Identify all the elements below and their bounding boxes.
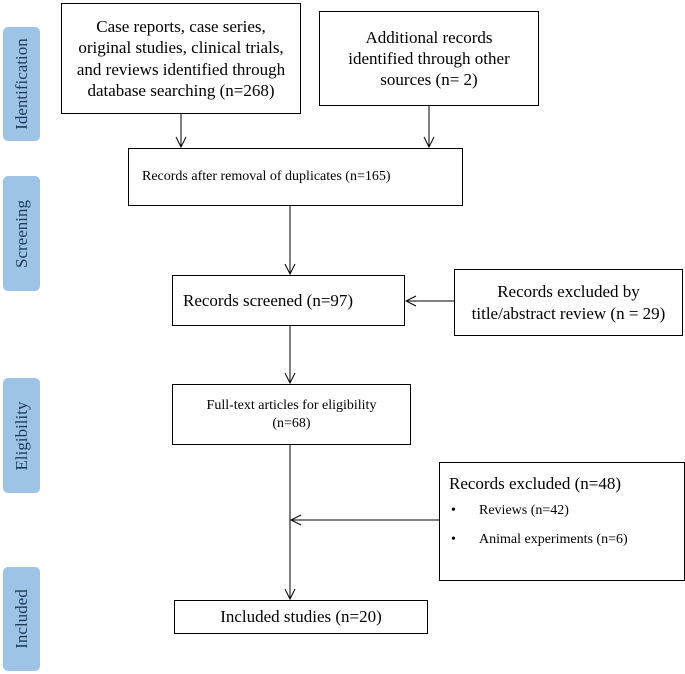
other-sources-line-2: identified through other [348,48,510,68]
excluded-reasons-list: Reviews (n=42) Animal experiments (n=6) [449,502,684,559]
phase-screening: Screening [3,176,40,291]
after-duplicates-text: Records after removal of duplicates (n=1… [142,169,391,185]
excluded-reason-reviews: Reviews (n=42) [449,502,684,520]
records-screened-text: Records screened (n=97) [183,290,354,310]
database-search-line-2: original studies, clinical trials, [78,38,284,58]
phase-eligibility: Eligibility [3,378,40,493]
excluded-full-text-heading: Records excluded (n=48) [449,474,621,493]
after-duplicates-box: Records after removal of duplicates (n=1… [128,148,463,206]
excluded-title-abstract-line-2: title/abstract review (n = 29) [471,303,666,323]
database-search-line-1: Case reports, case series, [96,17,266,36]
database-search-box: Case reports, case series, original stud… [61,3,301,114]
full-text-box: Full-text articles for eligibility (n=68… [172,384,411,445]
excluded-reason-animal: Animal experiments (n=6) [449,531,684,549]
phase-included: Included [3,567,40,671]
excluded-title-abstract-box: Records excluded by title/abstract revie… [454,269,683,336]
records-screened-box: Records screened (n=97) [172,275,405,326]
other-sources-line-1: Additional records [365,27,493,47]
other-sources-box: Additional records identified through ot… [319,11,539,106]
excluded-full-text-box: Records excluded (n=48) Reviews (n=42) A… [439,462,685,581]
phase-identification: Identification [3,27,40,141]
full-text-line-1: Full-text articles for eligibility [206,398,377,413]
database-search-line-3: and reviews identified through [76,59,286,79]
other-sources-line-3: sources (n= 2) [380,70,478,90]
full-text-line-2: (n=68) [272,415,311,431]
database-search-line-4: database searching (n=268) [87,80,275,100]
included-studies-text: Included studies (n=20) [220,607,382,627]
included-studies-box: Included studies (n=20) [174,600,428,634]
excluded-title-abstract-line-1: Records excluded by [497,282,640,302]
